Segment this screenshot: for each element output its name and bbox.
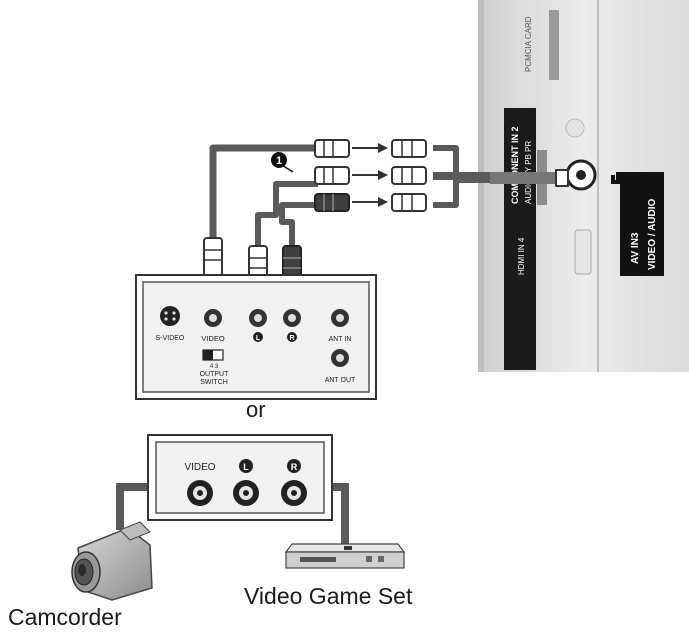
game-console-icon (284, 543, 406, 569)
output-switch-nums: 4 3 (210, 364, 219, 370)
ant-in-jack-center (336, 314, 344, 322)
rca-plug-right (314, 193, 350, 212)
vcr-video-jack-center (209, 314, 217, 322)
cables (209, 144, 569, 248)
rca-jack-video (391, 139, 427, 158)
vcr-left-badge (253, 332, 263, 342)
source-right-jack-pin (291, 490, 297, 496)
video-cable (209, 144, 318, 240)
av-in3-jack-center (576, 170, 586, 180)
vcr-video-label: VIDEO (201, 334, 225, 343)
rca-jack-right (391, 193, 427, 212)
source-right-label: R (291, 462, 298, 472)
callout-badge (271, 152, 287, 168)
source-video-jack-pin (197, 490, 203, 496)
tv-audio-cable (433, 180, 459, 208)
callout-1: 1 (271, 152, 294, 173)
ant-out-jack-center (336, 354, 344, 362)
audio-right-cable (279, 202, 318, 248)
vcr-panel: S-VIDEO VIDEO L R ANT IN ANT OUT 4 3 OUT… (135, 274, 377, 400)
source-left-jack-pin (243, 490, 249, 496)
output-switch-knob (203, 350, 213, 360)
rca-pair-right (314, 193, 427, 212)
vcr-right-badge (287, 332, 297, 342)
camcorder-lens-glass (78, 564, 86, 576)
arrow-head (378, 197, 388, 207)
svideo-jack (160, 306, 180, 326)
svideo-pin (164, 311, 168, 315)
tv-back-panel: PCMCIA CARD COMPONENT IN 2 AUDIO / Y PB … (478, 0, 689, 372)
console-port (344, 546, 352, 550)
camcorder-viewfinder (119, 521, 151, 541)
or-label: or (246, 397, 266, 422)
hdmi-port (574, 229, 592, 275)
console-button (378, 556, 384, 562)
video-game-set-label: Video Game Set (244, 583, 413, 609)
vcr-right-jack-center (288, 314, 296, 322)
rca-plug-video (314, 139, 350, 158)
pcmcia-slot (549, 10, 559, 80)
tv-jack-small (565, 118, 585, 138)
av-tag-line2: VIDEO / AUDIO (647, 198, 658, 270)
av-tag (620, 172, 664, 276)
camcorder-cable (116, 483, 160, 530)
av-tag-line1: AV IN3 (630, 232, 641, 264)
rca-pair-left (314, 166, 427, 185)
tv-edge (478, 0, 484, 372)
audio-left-cable (255, 181, 318, 248)
component-in-label: COMPONENT IN 2 (510, 126, 520, 204)
source-video-label: VIDEO (184, 462, 215, 473)
arrow-head (378, 143, 388, 153)
av-tag-bracket (611, 172, 620, 184)
ant-out-label: ANT OUT (325, 377, 356, 384)
hdmi-label: HDMI IN 4 (517, 237, 526, 275)
callout-number: 1 (276, 155, 282, 167)
svideo-pin (172, 317, 176, 321)
rca-plug-left (314, 166, 350, 185)
camcorder-icon (71, 521, 153, 601)
ant-in-label: ANT IN (329, 336, 352, 343)
arrow-head (378, 170, 388, 180)
console-slot (300, 557, 336, 562)
rca-connectors (314, 139, 427, 212)
tv-label-strip (504, 108, 536, 370)
vcr-left-label: L (256, 335, 261, 342)
vcr-left-jack-center (254, 314, 262, 322)
vcr-right-label: R (289, 335, 294, 342)
svideo-pin (172, 311, 176, 315)
output-switch-label-2: SWITCH (200, 379, 228, 386)
console-front (285, 551, 405, 569)
output-switch-label-1: OUTPUT (200, 371, 230, 378)
source-right-badge (287, 459, 301, 473)
rca-pair-video (314, 139, 427, 158)
tv-plug-tip (555, 169, 569, 187)
camcorder-label: Camcorder (8, 604, 122, 630)
source-panel: VIDEO L R (116, 434, 349, 545)
svideo-label: S-VIDEO (156, 335, 185, 342)
source-left-label: L (243, 462, 249, 472)
svideo-pin (164, 317, 168, 321)
pcmcia-label: PCMCIA CARD (524, 16, 533, 72)
rca-jack-left (391, 166, 427, 185)
tv-video-cable (433, 145, 459, 180)
source-left-badge (239, 459, 253, 473)
console-button (366, 556, 372, 562)
